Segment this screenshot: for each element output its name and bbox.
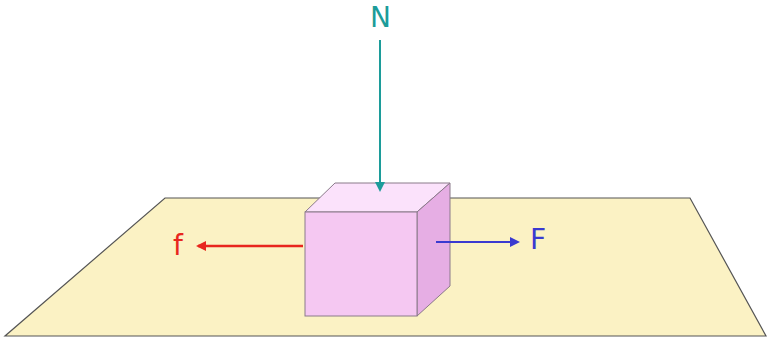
force-label: F: [530, 226, 546, 254]
normal-force-arrow: [379, 40, 381, 190]
block-side: [417, 183, 450, 316]
friction-arrow: [198, 245, 303, 248]
floor-plane: [5, 198, 766, 336]
block-front: [305, 212, 417, 316]
applied-force-arrow: [436, 241, 518, 243]
force-label: f: [173, 232, 183, 260]
force-label: N: [370, 4, 391, 32]
